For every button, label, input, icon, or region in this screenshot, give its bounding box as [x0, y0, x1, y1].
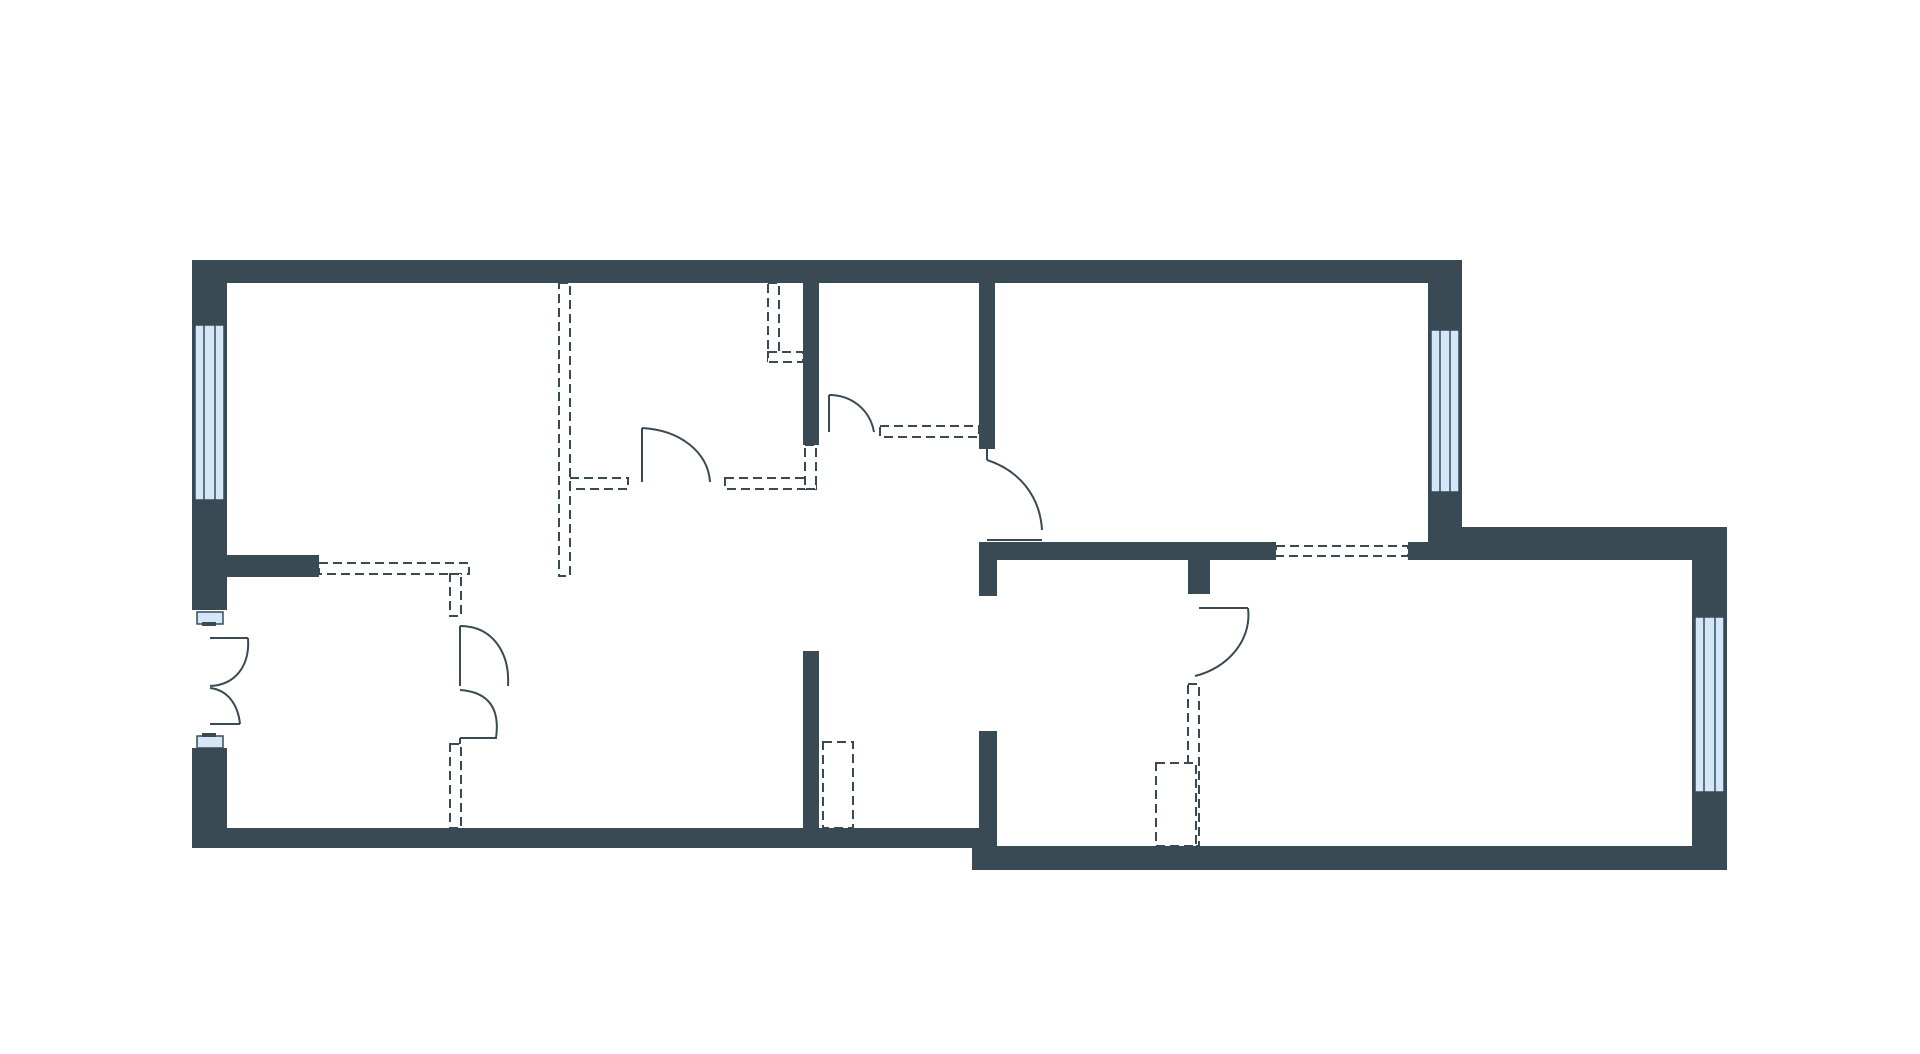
partition-corridor-top [1275, 545, 1409, 557]
door-left-double [459, 625, 510, 744]
wall-bottom-right [972, 846, 1727, 870]
wall-bottom-left [192, 828, 982, 848]
partition-bath-bottom-left [569, 477, 629, 490]
window-right [1694, 616, 1725, 793]
door-entrance-jamb-bottom [196, 735, 224, 749]
partitions [318, 282, 1409, 847]
wall-bath-divider [803, 283, 819, 445]
door-bathroom [641, 427, 711, 483]
door-top-right-room [986, 445, 1043, 541]
partition-wc-bottom [879, 425, 980, 438]
door-entrance [196, 611, 250, 749]
wall-top [192, 260, 1462, 283]
partition-left-room-vertical-upper [449, 573, 462, 617]
wall-left-room-stub [227, 555, 319, 577]
partition-hall-vertical [558, 282, 571, 577]
door-right-room [1194, 607, 1250, 677]
wall-corridor-horizontal-end [1408, 542, 1430, 560]
partition-bath-top-niche-foot [767, 351, 804, 363]
partition-left-room-vertical-lower [449, 743, 462, 829]
interior-walls [227, 283, 1430, 836]
wall-corridor-lower [979, 731, 997, 836]
partition-bath-top-niche [767, 282, 780, 362]
wall-corridor-upper [979, 542, 997, 596]
partition-closet-box [822, 741, 854, 829]
partition-bath-bottom-riser [804, 444, 817, 490]
partition-right-room-box [1155, 762, 1197, 847]
wall-corridor-horizontal [979, 542, 1276, 560]
window-left [194, 324, 225, 501]
door-wc [828, 394, 875, 433]
wall-wc-divider [979, 283, 995, 449]
wall-right-top [1428, 527, 1727, 560]
wall-right-room-stub [1188, 560, 1210, 594]
wall-closet-divider [803, 651, 819, 831]
window-top-right [1430, 329, 1460, 493]
partition-left-room-horizontal [318, 562, 470, 575]
partition-bath-bottom-right [724, 477, 817, 490]
